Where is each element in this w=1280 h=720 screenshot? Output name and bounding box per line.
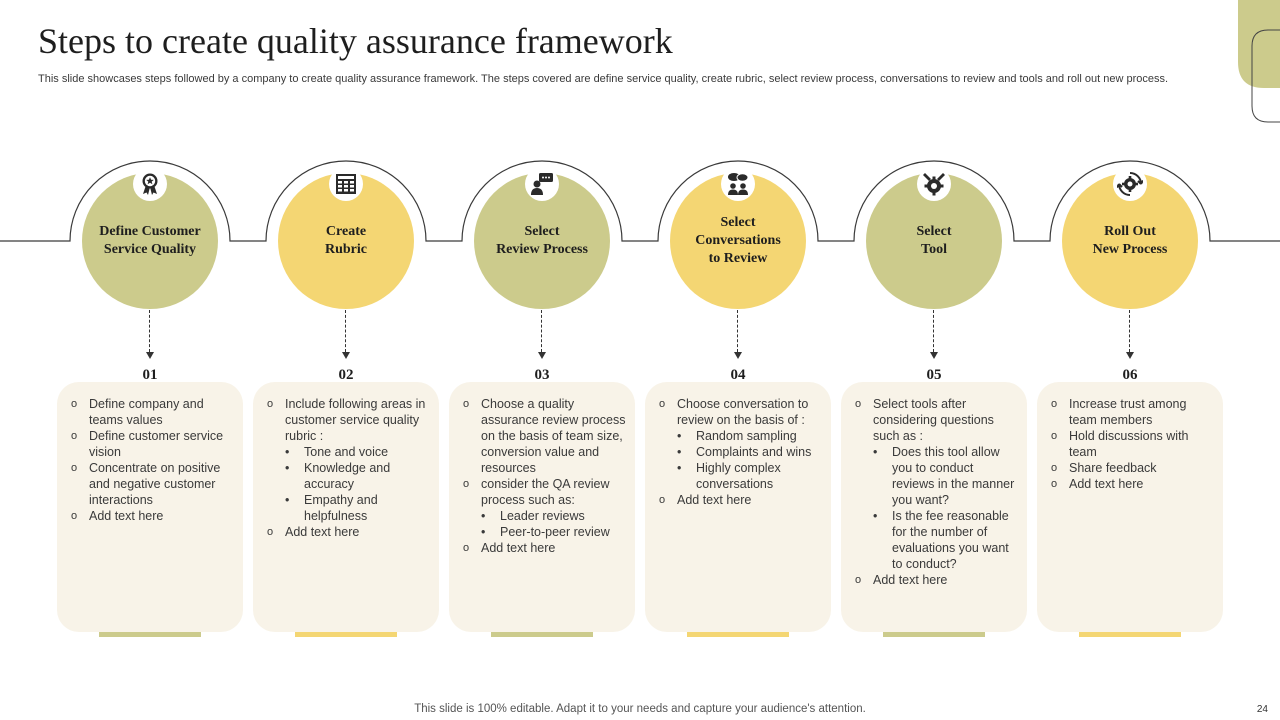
step-4-list: Choose conversation to review on the bas… [657,396,823,508]
list-item: Random sampling [657,428,823,444]
step-4-accent-bar [687,632,789,637]
page-title: Steps to create quality assurance framew… [38,21,673,61]
step-3-accent-bar [491,632,593,637]
step-2-accent-bar [295,632,397,637]
conversation-icon [721,167,755,201]
step-6-list: Increase trust among team membersHold di… [1049,396,1215,492]
corner-decoration [1238,0,1280,123]
step-3-card: Choose a quality assurance review proces… [449,382,635,632]
list-item: Peer-to-peer review [461,524,627,540]
step-2-list: Include following areas in customer serv… [265,396,431,540]
arrow-down-icon [734,352,742,359]
tools-gear-icon [917,167,951,201]
connector-line [0,160,1280,242]
list-item: Hold discussions with team [1049,428,1215,460]
list-item: Does this tool allow you to conduct revi… [853,444,1019,508]
arrow-down-icon [1126,352,1134,359]
page-subtitle: This slide showcases steps followed by a… [38,73,1169,85]
list-item: consider the QA review process such as: [461,476,627,508]
list-item: Add text here [461,540,627,556]
step-5-accent-bar [883,632,985,637]
step-4-dashed-arrow [737,310,739,352]
step-3-circle: Select Review Process [474,173,610,309]
list-item: Highly complex conversations [657,460,823,492]
step-1-title: Define Customer Service Quality [99,224,201,257]
connector-path [0,160,1280,242]
list-item: Share feedback [1049,460,1215,476]
list-item: Tone and voice [265,444,431,460]
list-item: Leader reviews [461,508,627,524]
step-6-dashed-arrow [1129,310,1131,352]
user-chat-icon [525,167,559,201]
step-1-dashed-arrow [149,310,151,352]
list-item: Add text here [853,572,1019,588]
list-item: Add text here [657,492,823,508]
step-5-card: Select tools after considering questions… [841,382,1027,632]
list-item: Select tools after considering questions… [853,396,1019,444]
step-6-card: Increase trust among team membersHold di… [1037,382,1223,632]
refresh-gear-icon [1113,167,1147,201]
list-item: Add text here [265,524,431,540]
step-1-card: Define company and teams valuesDefine cu… [57,382,243,632]
list-item: Knowledge and accuracy [265,460,431,492]
arrow-down-icon [930,352,938,359]
list-item: Empathy and helpfulness [265,492,431,524]
list-item: Choose a quality assurance review proces… [461,396,627,476]
step-1-number: 01 [142,367,158,383]
step-5-number: 05 [926,367,942,383]
arrow-down-icon [538,352,546,359]
list-item: Add text here [1049,476,1215,492]
step-3-number: 03 [534,367,550,383]
list-item: Define company and teams values [69,396,235,428]
list-item: Include following areas in customer serv… [265,396,431,444]
list-item: Concentrate on positive and negative cus… [69,460,235,508]
step-1-accent-bar [99,632,201,637]
step-6-accent-bar [1079,632,1181,637]
award-ribbon-icon [133,167,167,201]
list-item: Define customer service vision [69,428,235,460]
step-4-number: 04 [730,367,746,383]
step-2-dashed-arrow [345,310,347,352]
arrow-down-icon [342,352,350,359]
step-3-dashed-arrow [541,310,543,352]
footer-note: This slide is 100% editable. Adapt it to… [414,703,866,715]
step-4-title: Select Conversations to Review [695,215,781,266]
list-item: Add text here [69,508,235,524]
list-item: Increase trust among team members [1049,396,1215,428]
page-number: 24 [1256,704,1268,715]
list-item: Complaints and wins [657,444,823,460]
list-item: Is the fee reasonable for the number of … [853,508,1019,572]
step-6-number: 06 [1122,367,1138,383]
step-5-list: Select tools after considering questions… [853,396,1019,588]
step-5-title: Select Tool [916,224,952,257]
step-2-number: 02 [338,367,354,383]
step-1-list: Define company and teams valuesDefine cu… [69,396,235,524]
step-3-list: Choose a quality assurance review proces… [461,396,627,556]
arrow-down-icon [146,352,154,359]
step-2-card: Include following areas in customer serv… [253,382,439,632]
step-6-title: Roll Out New Process [1092,224,1168,257]
list-item: Choose conversation to review on the bas… [657,396,823,428]
step-5-dashed-arrow [933,310,935,352]
step-4-card: Choose conversation to review on the bas… [645,382,831,632]
table-grid-icon [329,167,363,201]
step-3-title: Select Review Process [496,224,588,257]
step-2-title: Create Rubric [325,224,367,257]
